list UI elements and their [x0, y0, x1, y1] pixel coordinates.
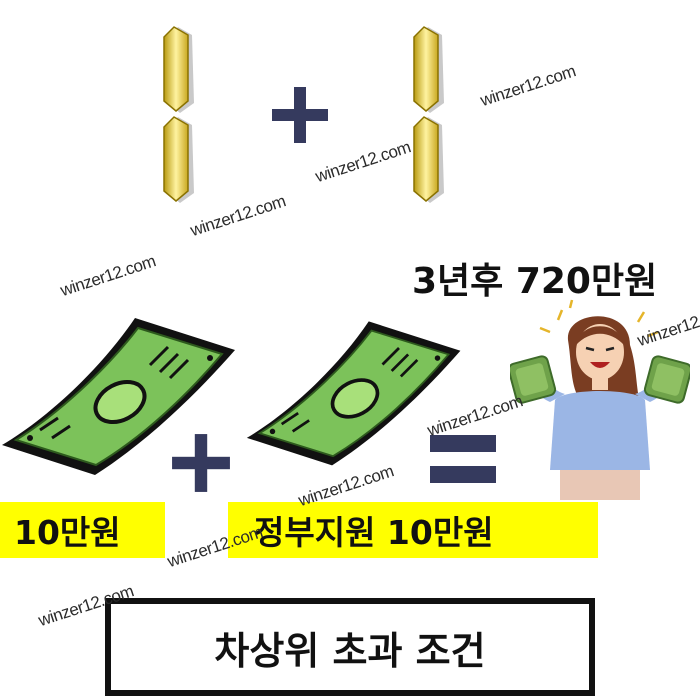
own-amount-text: 10만원	[14, 513, 121, 552]
gov-support-text: 정부지원 10만원	[254, 513, 494, 552]
banknote-right-icon	[246, 321, 461, 466]
plus-icon-middle	[172, 434, 230, 492]
banknote-left-icon	[2, 318, 235, 475]
caption-box: 차상위 초과 조건	[105, 598, 595, 696]
caption-text: 차상위 초과 조건	[214, 628, 486, 673]
digit-one-left-icon	[163, 26, 194, 203]
plus-icon-top	[272, 87, 328, 143]
happy-woman-with-money-icon	[510, 299, 690, 500]
digit-one-right-icon	[413, 26, 444, 203]
watermark-text: winzer12.com	[478, 61, 578, 111]
own-amount-label: 10만원	[0, 502, 165, 558]
gov-support-label: 정부지원 10만원	[228, 502, 598, 558]
equals-icon	[430, 435, 496, 483]
watermark-text: winzer12.com	[58, 251, 158, 301]
headline-result: 3년후 720만원	[412, 261, 658, 302]
